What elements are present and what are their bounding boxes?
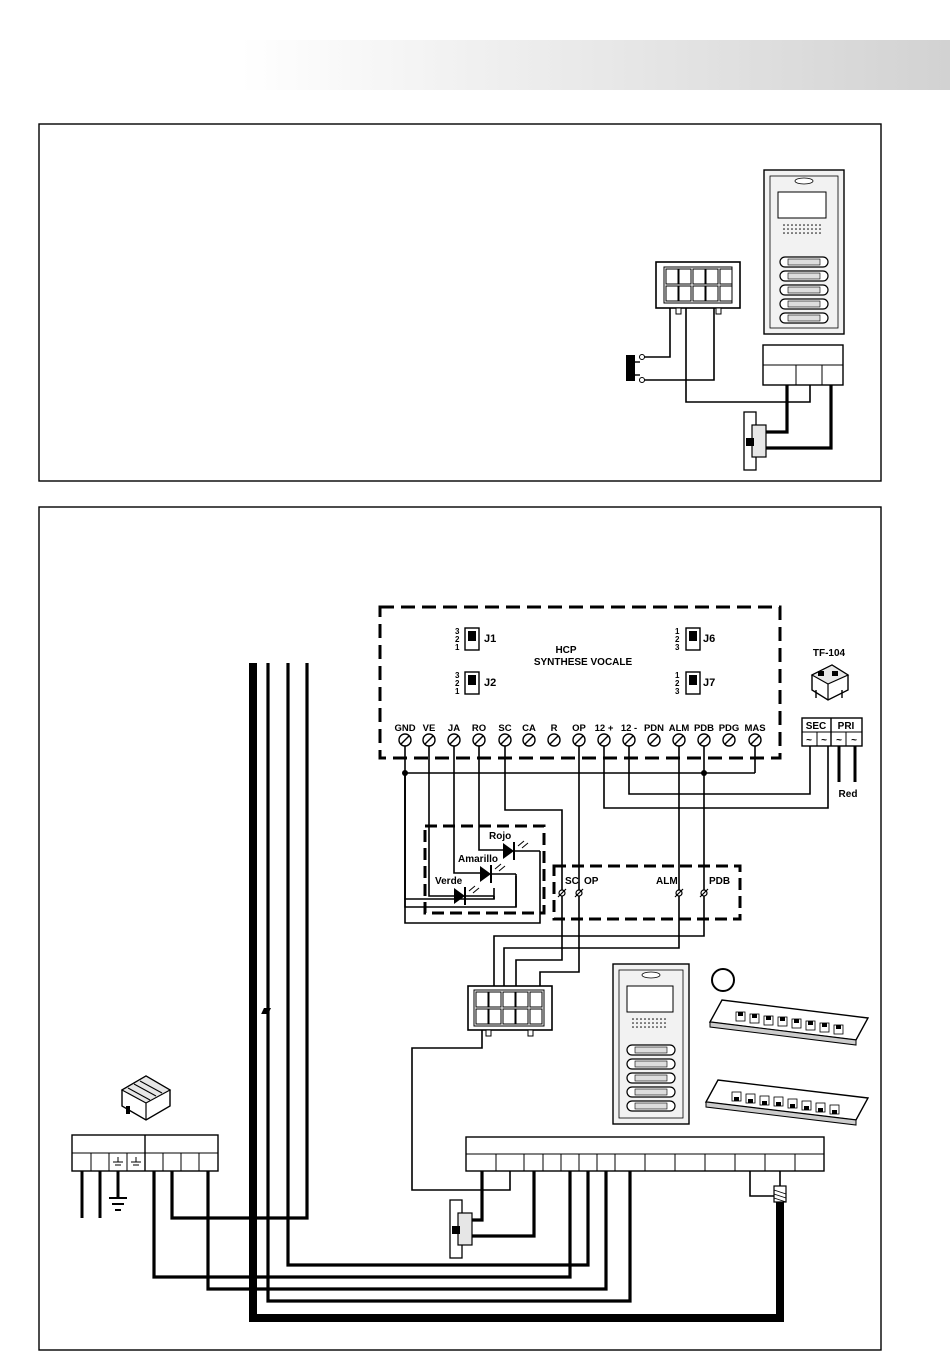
j7-label: J7 [703,677,715,689]
led-amarillo [480,864,516,907]
top-push-button [626,355,645,383]
term-label-pdb: PDB [694,723,714,734]
coax-shield [750,1171,786,1202]
term-label-12m: 12 - [621,723,637,734]
term-label-gnd: GND [394,723,415,734]
led-verde [454,886,494,905]
dip-switch-bottom [706,1080,868,1125]
led-label-rojo: Rojo [489,831,511,842]
bus-wires [154,663,630,1301]
transformer-name: TF-104 [813,648,846,659]
top-door-lock [744,412,766,470]
jumper-j7 [686,672,700,694]
jumper-j2 [465,672,479,694]
contact-label-pdb: PDB [709,876,730,887]
term-label-ca: CA [522,723,536,734]
mains-label: Red [839,789,858,800]
transformer-sec-label: SEC [806,721,827,732]
term-label-ro: RO [472,723,486,734]
j6-label: J6 [703,633,715,645]
hcp-subtitle: SYNTHESE VOCALE [534,657,633,668]
earth-symbol [109,1198,127,1210]
term-label-op: OP [572,723,586,734]
jumper-j6 [686,628,700,650]
power-supply-icon [122,1076,170,1120]
led-label-amarillo: Amarillo [458,854,498,865]
j2-label: J2 [484,677,496,689]
transformer-pri-label: PRI [838,721,855,732]
bottom-door-lock [450,1200,472,1258]
door-panel-terminal-strip [466,1137,824,1171]
term-label-pdn: PDN [644,723,664,734]
j1-label: J1 [484,633,496,645]
led-label-verde: Verde [435,876,463,887]
contact-label-alm: ALM [656,876,678,887]
dip-switch-top [261,1000,868,1045]
j2-pin-1: 1 [455,687,460,696]
led-rojo [503,841,540,887]
hcp-terminal-labels: GND VE JA RO SC CA R OP 12 + 12 - PDN AL… [394,723,765,734]
power-supply-terminal-block [72,1135,218,1171]
top-connector-block [656,262,740,314]
hcp-terminal-screws [399,734,761,746]
sec-ac-2: ~ [821,735,827,746]
contact-label-op: OP [584,876,599,887]
mains-wires [839,746,855,782]
contact-terminals [558,889,708,897]
j1-pin-1: 1 [455,643,460,652]
term-label-pdg: PDG [719,723,740,734]
bottom-connector-block [468,986,552,1036]
term-label-sc: SC [498,723,511,734]
top-terminal-block [763,345,843,385]
supply-input-wires [82,1171,118,1218]
j7-pin-3: 3 [675,687,680,696]
term-label-ja: JA [448,723,460,734]
pri-ac-2: ~ [851,735,857,746]
term-label-ve: VE [423,723,436,734]
marker-circle [712,969,734,991]
j6-pin-3: 3 [675,643,680,652]
term-label-mas: MAS [744,723,765,734]
transformer-icon [812,665,848,700]
top-door-panel [764,170,844,334]
term-label-r: R [551,723,558,734]
term-label-alm: ALM [669,723,690,734]
pri-ac-1: ~ [836,735,842,746]
jumper-j1 [465,628,479,650]
bottom-door-panel [613,964,689,1124]
sec-ac-1: ~ [806,735,812,746]
contact-label-sc: SC [565,876,579,887]
hcp-title: HCP [555,645,576,656]
term-label-12p: 12 + [595,723,614,734]
